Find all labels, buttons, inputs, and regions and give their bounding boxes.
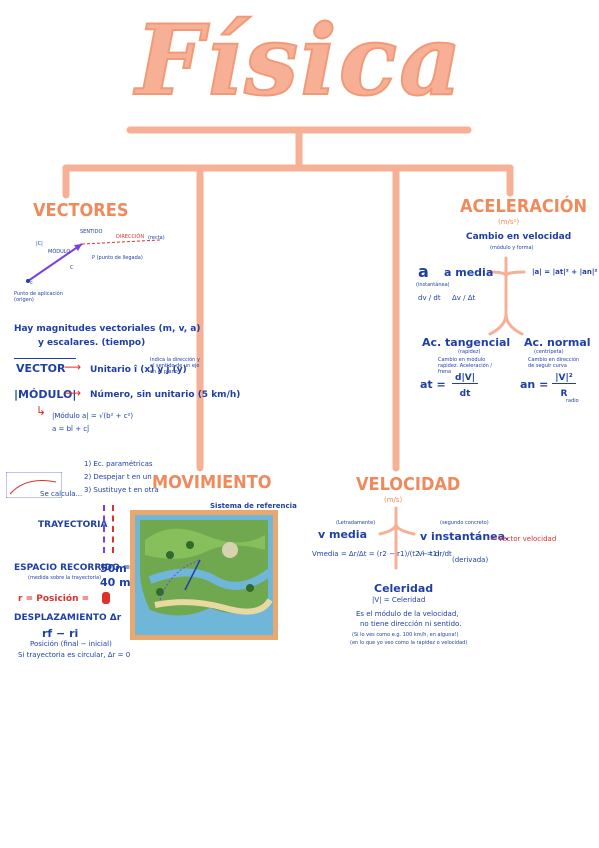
celeridad-label: Celeridad: [374, 582, 434, 595]
diagram-vec-c2: c: [30, 280, 33, 286]
ac-tang-desc: Cambio en módulo rapidez. Aceleración / …: [438, 357, 493, 375]
arrow-right-icon: ⟶: [64, 360, 82, 374]
ac-normal-desc: Cambio en dirección de seguir curva: [528, 357, 580, 369]
vi-note: (derivada): [452, 556, 489, 564]
trajectory-graph-icon: [6, 472, 62, 498]
media-note: (Letradamente): [336, 520, 376, 526]
at-formula-num: d|V|: [452, 373, 478, 384]
espacio-note: (medida sobre la trayectoria): [28, 575, 102, 581]
modulo-acel: |a| = |at|² + |an|²: [532, 268, 598, 276]
ac-normal-label: Ac. normal: [524, 336, 591, 349]
modulo-label: |MÓDULO|: [14, 388, 77, 401]
desplazamiento-formula: rf − ri: [42, 627, 79, 640]
vectores-heading: VECTORES: [33, 200, 129, 221]
aceleracion-units: (m/s²): [498, 218, 520, 226]
ecuacion-3: 3) Sustituye t en otra: [84, 486, 159, 494]
arrow-down-right-icon: ↳: [36, 404, 47, 418]
map-image: [130, 510, 278, 640]
a-media: a media: [444, 266, 494, 279]
a-inst: a: [418, 262, 429, 281]
diagram-origen: Punto de aplicación (origen): [14, 291, 63, 303]
celeridad-note-2: (en lo que yo veo como la rapidez o velo…: [350, 640, 468, 646]
arrow-right-icon: ⟶: [64, 386, 82, 400]
v-media: v media: [318, 528, 367, 541]
circular-note: Si trayectoria es circular, Δr = 0: [18, 651, 131, 659]
espacio-label: ESPACIO RECORRIDO =: [14, 563, 131, 573]
diagram-vec-c: C: [70, 265, 74, 271]
vector-label: VECTOR: [16, 362, 66, 375]
an-formula-den: R: [560, 389, 568, 399]
vmedia-formula: Vmedia = Δr/Δt = (r2 − r1)/(t2 − t1): [312, 550, 440, 558]
at-formula-lhs: at =: [420, 378, 446, 391]
diagram-direccion-note: (recta): [148, 235, 165, 241]
celeridad-desc-2: no tiene dirección ni sentido.: [360, 620, 462, 628]
velocidad-units: (m/s): [384, 496, 403, 504]
a-inst-note: (instantánea): [416, 282, 450, 288]
dv-dt-delta: Δv / Δt: [452, 294, 476, 302]
modulo-text: Número, sin unitario (5 km/h): [90, 390, 241, 400]
ac-tang-note: (rapidez): [458, 349, 481, 355]
at-formula-den: dt: [459, 389, 471, 399]
trayectoria-label: TRAYECTORIA: [38, 520, 108, 530]
dv-dt: dv / dt: [418, 294, 441, 302]
ac-normal-note: (centrípeta): [534, 349, 564, 355]
vector-velocidad: = Vector velocidad: [490, 535, 557, 543]
diagram-modulo-bars: |C|: [36, 241, 43, 247]
desplazamiento-label: DESPLAZAMIENTO Δr: [14, 613, 122, 623]
divider: [14, 358, 76, 359]
celeridad-def: |V| = Celeridad: [372, 596, 426, 604]
diagram-direccion: DIRECCIÓN: [116, 234, 145, 240]
character-icon: [102, 592, 110, 604]
velocidad-heading: VELOCIDAD: [356, 474, 461, 495]
v-instantanea: v instantánea.: [420, 530, 510, 543]
an-radio: radio: [566, 398, 579, 404]
celeridad-note-1: (Si lo ves como e.g. 100 km/h, en alguna…: [352, 632, 459, 638]
page-title: Física: [135, 4, 464, 117]
vector-note: Indica la dirección y el sentido de un e…: [150, 357, 200, 375]
se-calcula: Se calcula...: [40, 490, 83, 498]
fork-arrows: [488, 256, 526, 336]
vi-formula: Vi = dr/dt: [418, 550, 452, 558]
an-formula-num: |V|²: [552, 373, 576, 384]
vector-diagram: [26, 239, 161, 283]
diagram-p-label: P (punto de llegada): [92, 255, 143, 261]
ecuacion-2: 2) Despejar t en un: [84, 473, 152, 481]
diagram-modulo: MÓDULO: [48, 249, 71, 255]
vectores-intro-2: y escalares. (tiempo): [38, 338, 146, 348]
movimiento-heading: MOVIMIENTO: [152, 472, 272, 493]
espacio-value-1: 50m: [100, 562, 127, 575]
dashed-arrow: [112, 505, 116, 553]
dashed-arrow: [103, 505, 107, 553]
vectores-intro-1: Hay magnitudes vectoriales (m, v, a): [14, 324, 201, 334]
posicion-label: r = Posición =: [18, 594, 90, 604]
instantanea-note: (segundo concreto): [440, 520, 489, 526]
vector-text: Unitario î (x) y ĵ (y): [90, 365, 187, 375]
ecuacion-1: 1) Ec. paramétricas: [84, 460, 153, 468]
cambio-velocidad: Cambio en velocidad: [466, 232, 572, 242]
espacio-value-2: 40 m: [100, 576, 131, 589]
aceleracion-heading: ACELERACIÓN: [460, 196, 588, 217]
sistema-label: Sistema de referencia: [210, 502, 297, 510]
cambio-note: (módulo y forma): [490, 245, 534, 251]
fork-arrows: [378, 506, 416, 570]
desplazamiento-note: Posición (final − inicial): [30, 640, 112, 648]
a-formula: a = bî + cĵ: [52, 425, 90, 433]
ac-tang-label: Ac. tangencial: [422, 336, 511, 349]
modulo-formula: |Módulo a| = √(b² + c²): [52, 412, 134, 420]
an-formula-lhs: an =: [520, 378, 549, 391]
celeridad-desc-1: Es el módulo de la velocidad,: [356, 610, 459, 618]
diagram-sentido: SENTIDO: [80, 229, 103, 235]
